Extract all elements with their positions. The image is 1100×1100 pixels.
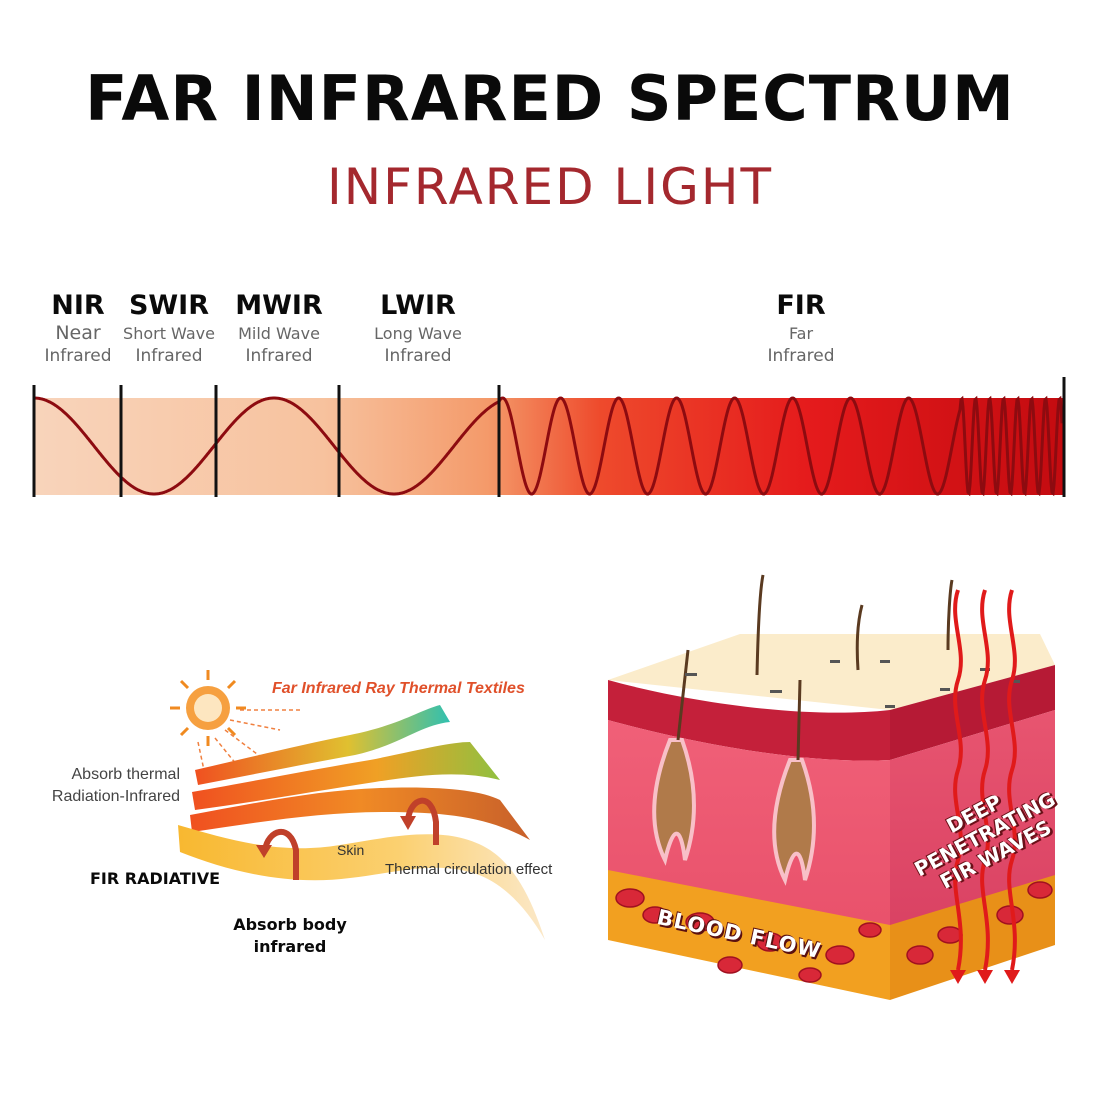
band-abbr: SWIR [128,290,210,321]
absorb-thermal-line1: Absorb thermal [71,766,181,783]
arrow-heads [950,970,1020,984]
textile-banner: Far Infrared Ray Thermal Textiles [272,680,525,697]
band-abbr: FIR [776,290,826,321]
fir-radiative-label: FIR RADIATIVE [90,869,221,888]
skin-cross-section [608,574,1055,1000]
skin-pores [685,660,1020,708]
page-subtitle: INFRARED LIGHT [326,158,774,216]
band-desc-line2: Infrared [767,346,835,366]
absorb-thermal-line2: Radiation-Infrared [51,788,180,805]
skin-layer [178,825,545,940]
band-desc-line2: Infrared [135,346,203,366]
blood-cells [615,881,1053,983]
absorb-body-label: Absorb body infrared [220,914,360,958]
ray-arrows [197,709,300,776]
fat-layer-front [608,870,890,1000]
hair-follicle-right [772,679,816,886]
band-label-lwir: LWIR Long Wave Infrared [363,290,473,368]
band-desc-line2: Infrared [44,346,112,366]
band-desc-line1: Near [55,322,101,344]
band-label-fir: FIR Far Infrared [745,290,857,368]
band-desc-line1: Long Wave [374,324,462,343]
hair-follicle-left [652,649,696,866]
sun-icon [170,670,246,746]
band-abbr: MWIR [235,290,323,321]
circulation-arrow-left [262,828,299,880]
spectrum-wave [34,395,1064,497]
band-abbr: NIR [51,290,105,321]
spectrum-bar [32,377,1066,497]
band-desc-line1: Far [788,324,814,343]
page-title: FAR INFRARED SPECTRUM [85,62,1015,135]
band-label-nir: NIR Near Infrared [28,290,128,368]
textile-layer-middle [192,742,500,810]
band-desc-line2: Infrared [245,346,313,366]
band-abbr: LWIR [380,290,456,321]
band-label-swir: SWIR Short Wave Infrared [114,290,224,368]
textile-illustration [170,670,545,940]
band-desc-line2: Infrared [384,346,452,366]
band-desc-line1: Mild Wave [238,324,320,343]
hair-strand [946,579,954,651]
hair-strand [755,574,765,676]
hair-strand [855,604,864,671]
thermal-circulation-label: Thermal circulation effect [385,861,553,878]
band-desc-line1: Short Wave [123,324,215,343]
absorb-body-line2: infrared [253,937,327,956]
absorb-body-line1: Absorb body [233,915,347,934]
fir-wave-arrows [953,589,1017,971]
band-label-mwir: MWIR Mild Wave Infrared [224,290,334,368]
absorb-thermal-label: Absorb thermal Radiation-Infrared [20,764,180,808]
skin-epidermis-front [608,680,890,761]
circulation-arrow-right [405,797,439,845]
band-dividers [32,377,1066,497]
textile-layer-bottom [190,787,530,840]
textile-layer-top [195,705,450,785]
skin-label: Skin [337,842,365,858]
spectrum-gradient [34,398,1064,495]
